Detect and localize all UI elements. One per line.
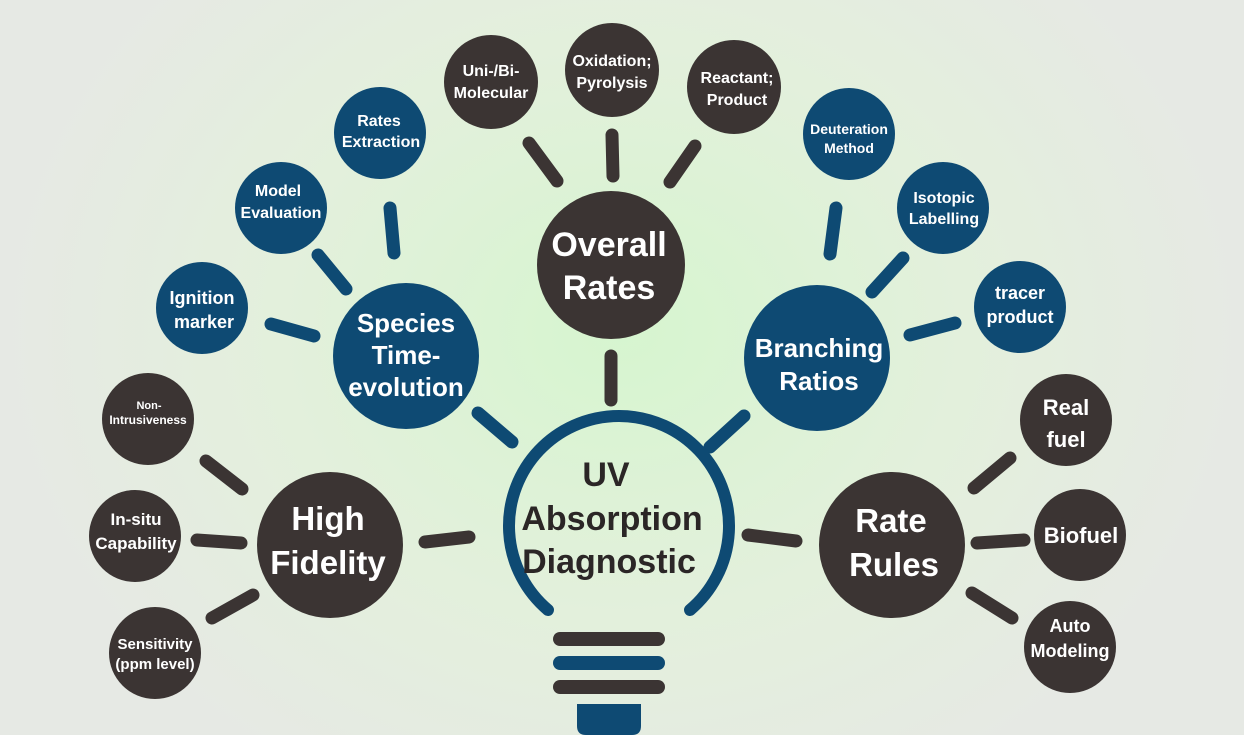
leaf-tracer-product: tracer product [974,261,1066,353]
hub-branching-ratios: Branching Ratios [744,285,890,431]
leaf-non-intrusiveness: Non- Intrusiveness [102,373,194,465]
connector-bar [903,316,962,342]
leaf-uni-bi-line-2: Molecular [454,85,529,102]
light-bulb-icon [503,409,735,735]
center-label-line-2: Absorption [521,500,702,538]
connector-bar [703,409,751,454]
leaf-in-situ-line-1: In-situ [111,510,162,529]
connector-bar [965,586,1019,625]
hub-species-line-1: Species [357,308,455,338]
leaf-tracer-line-1: tracer [995,283,1045,303]
hub-high-fidelity: High Fidelity [257,472,403,618]
leaf-reactant-line-2: Product [707,92,768,109]
leaf-oxidation-pyrolysis: Oxidation; Pyrolysis [565,23,659,117]
leaf-model-evaluation: Model Evaluation [235,162,327,254]
leaf-rates-extraction-line-1: Rates [357,113,401,130]
hub-species-line-3: evolution [348,372,464,402]
leaf-auto-modeling-line-2: Modeling [1031,641,1110,661]
connector-bar [264,317,321,343]
connector-bar [967,451,1017,495]
leaf-biofuel: Biofuel [1034,489,1126,581]
connector-bar [199,454,249,496]
hub-overall-rates-line-1: Overall [551,226,666,264]
connector-bar [663,139,702,189]
connector-bar [383,201,401,260]
connector-bar [418,530,476,549]
connector-bar [311,248,353,296]
hub-overall-rates: Overall Rates [537,191,685,339]
leaf-rates-extraction: Rates Extraction [334,87,426,179]
hub-high-fidelity-line-2: Fidelity [270,544,386,581]
leaf-deuteration-method: Deuteration Method [803,88,895,180]
leaf-rates-extraction-line-2: Extraction [342,134,420,151]
leaf-ignition-marker: Ignition marker [156,262,248,354]
hub-species-time-evolution: Species Time- evolution [333,283,479,429]
leaf-tracer-line-2: product [987,307,1054,327]
leaf-non-intrusiveness-line-1: Non- [136,400,161,412]
center-label-line-1: UV [582,456,630,494]
leaf-biofuel-line-1: Biofuel [1044,523,1119,548]
hub-rate-rules-line-1: Rate [855,502,927,539]
hub-rate-rules-line-2: Rules [849,546,939,583]
center-label-line-3: Diagnostic [522,543,696,581]
leaf-isotopic-labelling: Isotopic Labelling [897,162,989,254]
hub-branching-line-1: Branching [755,333,884,363]
hub-branching-line-2: Ratios [779,366,858,396]
hub-species-line-2: Time- [372,340,441,370]
leaf-ignition-line-2: marker [174,312,234,332]
connector-bar [205,588,260,625]
connector-bar [605,128,620,183]
leaf-real-fuel-line-1: Real [1043,395,1089,420]
leaf-auto-modeling: Auto Modeling [1024,601,1116,693]
leaf-model-evaluation-line-2: Evaluation [241,205,322,222]
leaf-reactant-product: Reactant; Product [687,40,781,134]
leaf-deuteration-line-2: Method [824,140,874,156]
leaf-real-fuel-line-2: fuel [1046,427,1085,452]
connector-bar [471,406,519,449]
leaf-oxidation-line-2: Pyrolysis [576,75,647,92]
connector-bar [741,528,803,548]
connector-bar [522,136,564,188]
leaf-auto-modeling-line-1: Auto [1050,616,1091,636]
leaf-non-intrusiveness-line-2: Intrusiveness [109,413,187,427]
leaf-ignition-line-1: Ignition [170,288,235,308]
connector-bar [970,533,1031,550]
hub-rate-rules: Rate Rules [819,472,965,618]
leaf-deuteration-line-1: Deuteration [810,121,888,137]
leaf-real-fuel: Real fuel [1020,374,1112,466]
connector-lines [190,128,1031,625]
leaf-in-situ-capability: In-situ Capability [89,490,181,582]
connector-bar [190,533,248,550]
leaf-isotopic-line-2: Labelling [909,211,979,228]
leaf-isotopic-line-1: Isotopic [913,190,974,207]
leaf-in-situ-line-2: Capability [95,534,177,553]
leaf-sensitivity-line-2: (ppm level) [115,656,194,673]
connector-bar [823,201,843,261]
leaf-sensitivity-line-1: Sensitivity [117,636,193,653]
connector-bar [865,251,910,299]
leaf-uni-bi-line-1: Uni-/Bi- [463,63,520,80]
leaf-oxidation-line-1: Oxidation; [572,53,651,70]
hub-overall-rates-line-2: Rates [563,269,656,307]
leaf-reactant-line-1: Reactant; [701,70,774,87]
leaf-sensitivity-ppm: Sensitivity (ppm level) [109,607,201,699]
leaf-model-evaluation-line-1: Model [255,183,301,200]
leaf-uni-bi-molecular: Uni-/Bi- Molecular [444,35,538,129]
hub-high-fidelity-line-1: High [291,500,364,537]
